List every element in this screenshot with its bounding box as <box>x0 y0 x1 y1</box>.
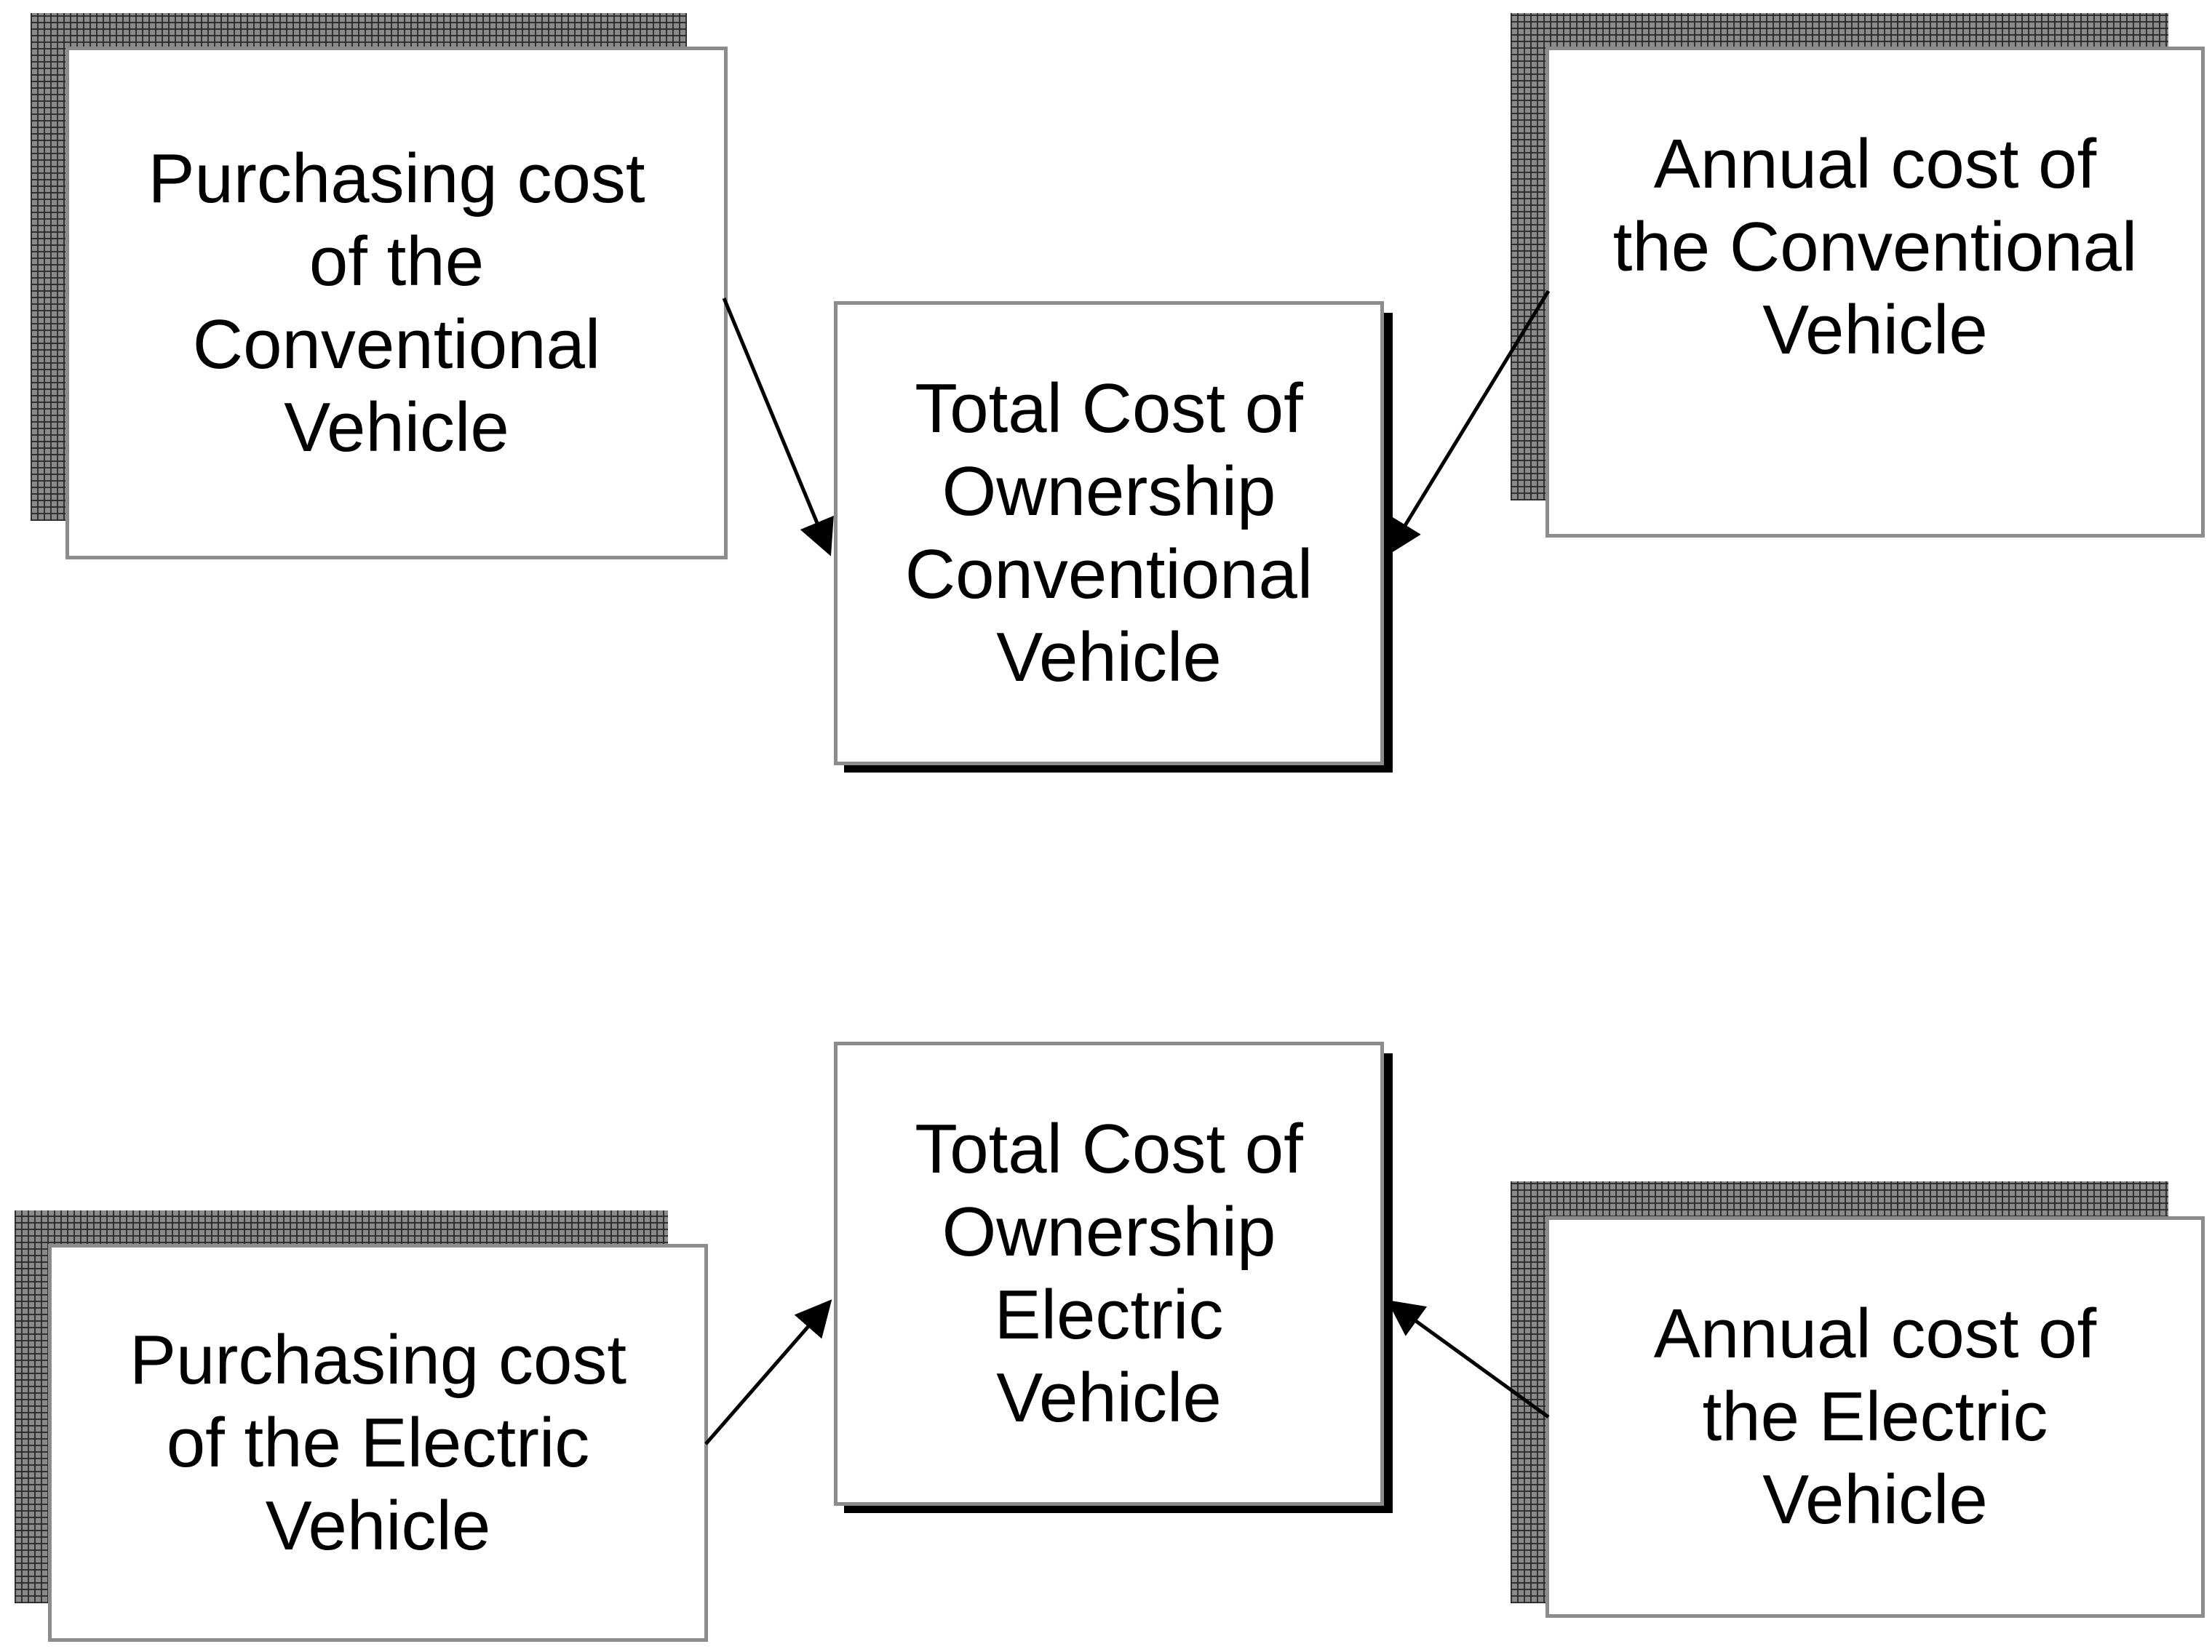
annual-cost-conventional-box: Annual cost of the Conventional Vehicle <box>1545 47 2205 538</box>
total-cost-electric-label: Total Cost of Ownership Electric Vehicle <box>915 1110 1303 1437</box>
total-cost-conventional-label: Total Cost of Ownership Conventional Veh… <box>904 370 1313 696</box>
arrow-purchasing-to-total-conventional <box>722 298 834 556</box>
purchasing-cost-electric-label: Purchasing cost of the Electric Vehicle <box>129 1320 626 1565</box>
annual-cost-conventional-label: Annual cost of the Conventional Vehicle <box>1612 125 2138 369</box>
annual-cost-electric-box: Annual cost of the Electric Vehicle <box>1545 1216 2205 1618</box>
total-cost-electric-box: Total Cost of Ownership Electric Vehicle <box>834 1042 1384 1506</box>
purchasing-cost-electric-box: Purchasing cost of the Electric Vehicle <box>48 1244 708 1642</box>
purchasing-cost-conventional-label: Purchasing cost of the Conventional Vehi… <box>148 139 645 466</box>
arrow-annual-to-total-conventional <box>1386 290 1551 556</box>
annual-cost-electric-label: Annual cost of the Electric Vehicle <box>1653 1295 2097 1539</box>
arrow-annual-to-total-electric <box>1386 1300 1550 1419</box>
total-cost-conventional-box: Total Cost of Ownership Conventional Veh… <box>834 301 1384 765</box>
purchasing-cost-conventional-box: Purchasing cost of the Conventional Vehi… <box>65 47 728 559</box>
arrow-purchasing-to-total-electric <box>704 1299 832 1445</box>
